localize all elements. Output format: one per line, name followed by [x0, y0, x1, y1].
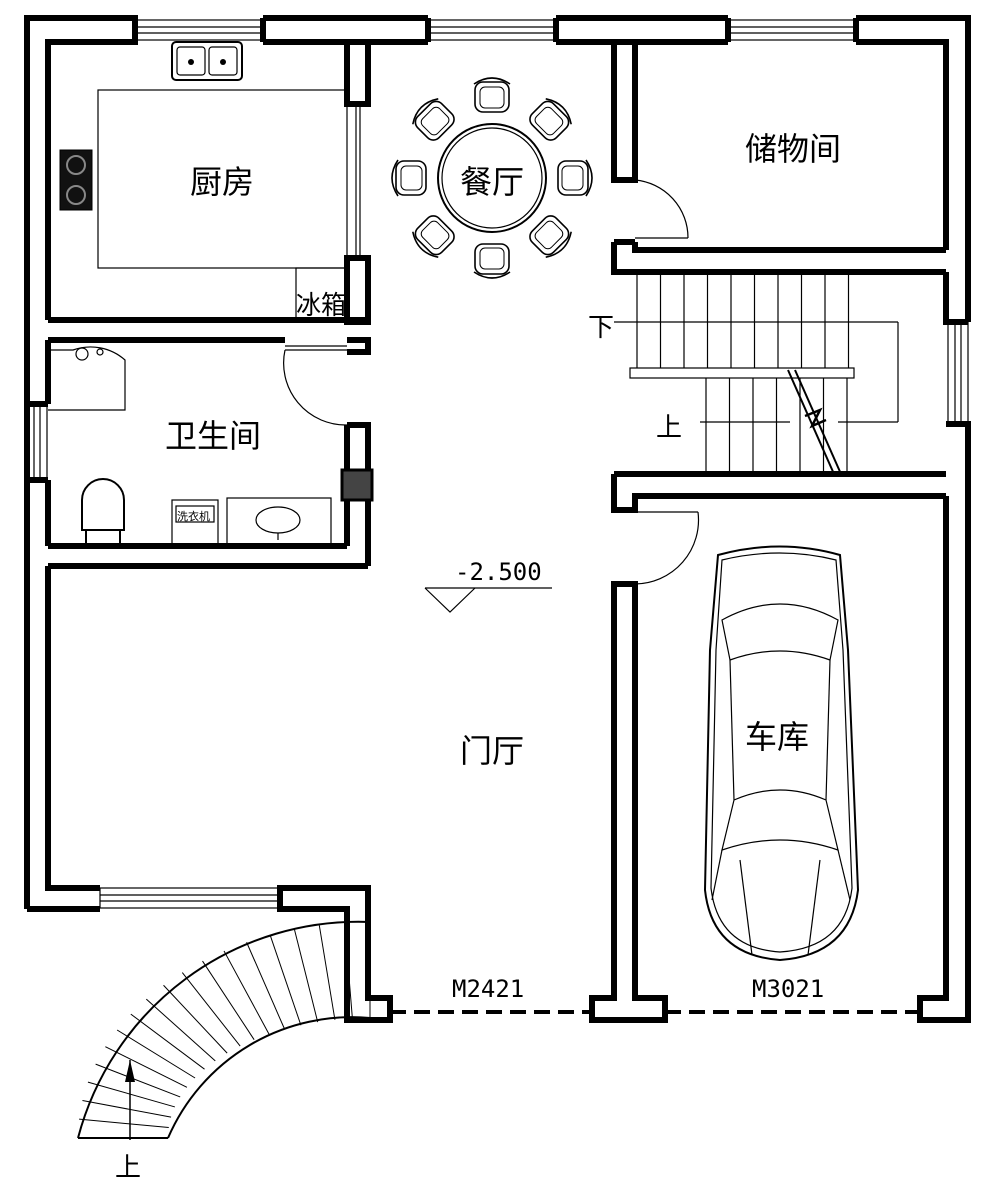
car-icon	[703, 545, 860, 962]
wash-basin-icon	[48, 346, 126, 411]
stair-up-label: 上	[656, 413, 682, 443]
stair-down-label: 下	[588, 313, 614, 343]
chair-icon	[412, 215, 455, 258]
room-label-kitchen: 厨房	[190, 163, 254, 201]
sink-icon	[171, 41, 243, 81]
chair-icon	[473, 243, 511, 279]
chair-icon	[412, 98, 455, 141]
elevation-label: -2.500	[455, 558, 542, 586]
door-swings	[283, 104, 920, 1014]
room-label-garage: 车库	[745, 718, 809, 756]
garage-door-code: M3021	[752, 975, 824, 1003]
room-label-storage: 储物间	[745, 130, 841, 168]
dining-table-icon	[437, 123, 547, 233]
room-label-bathroom: 卫生间	[165, 417, 261, 455]
chair-icon	[391, 159, 427, 197]
up-arrow-icon	[125, 1060, 135, 1140]
chair-icon	[529, 215, 572, 258]
interior-stairs	[614, 272, 899, 475]
chair-icon	[529, 98, 572, 141]
washer-label: 洗衣机	[177, 509, 210, 523]
main-door-code: M2421	[452, 975, 524, 1003]
kitchen-counter	[97, 89, 348, 321]
outdoor-stair-up-label: 上	[115, 1153, 141, 1183]
outdoor-curved-stairs	[77, 920, 371, 1139]
vanity-icon	[226, 497, 332, 547]
pipe-shaft	[340, 468, 374, 502]
room-label-foyer: 门厅	[460, 732, 524, 770]
washer-icon	[171, 499, 219, 547]
room-label-dining: 餐厅	[460, 163, 524, 201]
chair-icon	[473, 77, 511, 113]
chair-icon	[557, 159, 593, 197]
fridge-label: 冰箱	[296, 291, 346, 321]
dining-chairs	[391, 77, 593, 279]
elevation-marker	[424, 587, 552, 613]
toilet-icon	[81, 478, 125, 547]
stove-icon	[59, 149, 93, 211]
